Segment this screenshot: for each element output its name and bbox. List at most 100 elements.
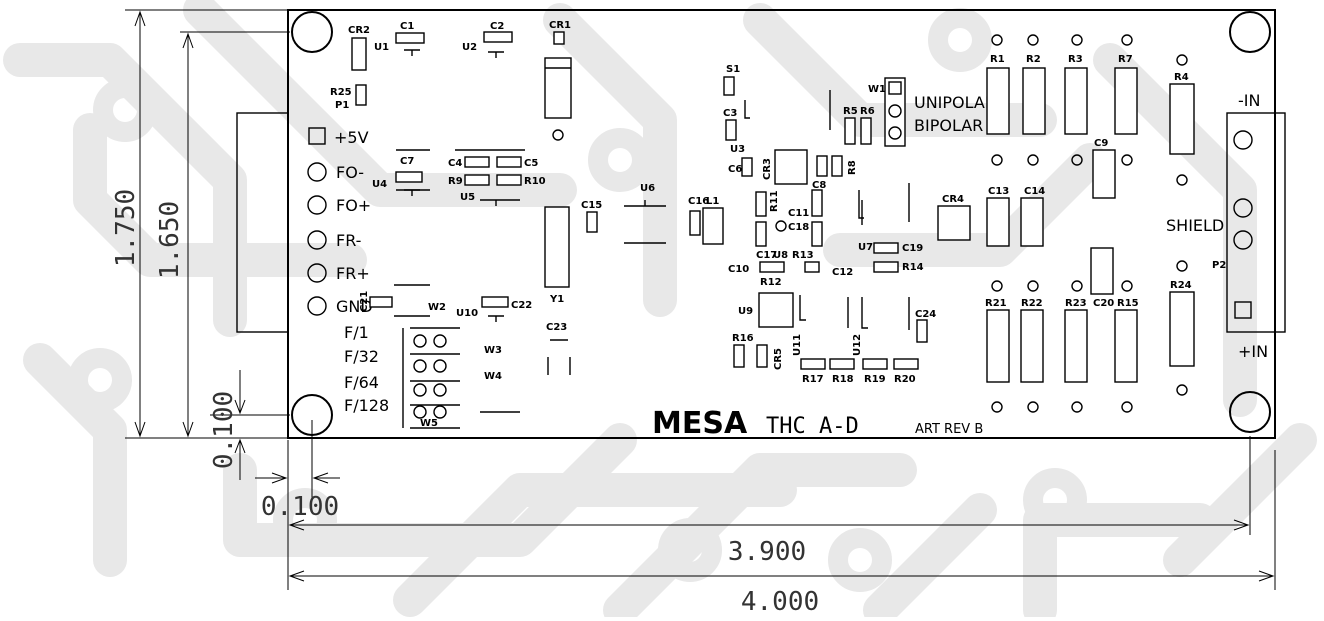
- refdes-w5: W5: [420, 418, 438, 429]
- refdes-w2: W2: [428, 302, 446, 313]
- refdes-r2: R2: [1026, 54, 1041, 65]
- label-p2: P2: [1212, 260, 1226, 271]
- refdes-u2: U2: [462, 42, 477, 53]
- u9-body: [758, 292, 794, 328]
- refdes-c18: C18: [788, 222, 809, 233]
- connector-body-left: [236, 112, 289, 333]
- pin-label-fo-minus: FO-: [336, 163, 364, 182]
- refdes-r16: R16: [732, 333, 754, 344]
- jumper-label-f1: F/1: [344, 323, 369, 342]
- refdes-r5: R5: [843, 106, 858, 117]
- dim-height-inner: 1.650: [155, 201, 185, 279]
- refdes-r15: R15: [1117, 298, 1139, 309]
- refdes-c6: C6: [728, 164, 742, 175]
- w1-option-unipolar: UNIPOLAR: [914, 93, 996, 112]
- mesa-logo: MESA: [652, 406, 748, 441]
- components-right: [986, 34, 1195, 413]
- refdes-c12: C12: [832, 267, 853, 278]
- refdes-r12: R12: [760, 277, 782, 288]
- refdes-c1: C1: [400, 21, 414, 32]
- refdes-r1: R1: [990, 54, 1005, 65]
- refdes-r18: R18: [832, 374, 854, 385]
- refdes-p1: P1: [335, 100, 349, 111]
- mounting-hole-top-right: [1229, 11, 1271, 53]
- refdes-r19: R19: [864, 374, 886, 385]
- refdes-r11: R11: [769, 190, 780, 212]
- refdes-r14: R14: [902, 262, 924, 273]
- refdes-u10: U10: [456, 308, 478, 319]
- refdes-c5: C5: [524, 158, 538, 169]
- left-connector: [236, 112, 327, 333]
- dim-offset-x: 0.100: [261, 492, 339, 522]
- refdes-left: CR2 C1 U1 C2 U2 CR1 R25 P1 C7 U4 C4 C5 R…: [330, 20, 719, 429]
- refdes-c2: C2: [490, 21, 504, 32]
- cr2-body: [351, 37, 367, 71]
- refdes-l1: L1: [706, 196, 719, 207]
- product-name: THC A-D: [766, 414, 859, 439]
- pin-label-fr-plus: FR+: [336, 264, 370, 283]
- right-connector: [1226, 112, 1286, 333]
- refdes-cr4: CR4: [942, 194, 964, 205]
- refdes-c11: C11: [788, 208, 809, 219]
- refdes-c3: C3: [723, 108, 737, 119]
- refdes-u11: U11: [792, 334, 803, 356]
- dim-height-outer: 1.750: [111, 189, 141, 267]
- refdes-c16: C16: [688, 196, 709, 207]
- pin-label-gnd: GND: [336, 297, 373, 316]
- refdes-c22: C22: [511, 300, 532, 311]
- w1-header: [884, 77, 906, 147]
- mounting-hole-top-left: [291, 11, 333, 53]
- refdes-r10: R10: [524, 176, 546, 187]
- watermark-pattern: [3, 0, 1317, 621]
- refdes-c23: C23: [546, 322, 567, 333]
- refdes-r13: R13: [792, 250, 814, 261]
- refdes-c17: C17: [756, 250, 777, 261]
- refdes-cr3: CR3: [762, 158, 773, 180]
- refdes-c4: C4: [448, 158, 462, 169]
- refdes-cr2: CR2: [348, 25, 370, 36]
- dim-offset-y: 0.100: [209, 391, 239, 469]
- refdes-s1: S1: [726, 64, 740, 75]
- refdes-r20: R20: [894, 374, 916, 385]
- refdes-r22: R22: [1021, 298, 1043, 309]
- refdes-right: R1 R2 R3 R7 R4 C9 C13 C14 R21 R22 R23 C2…: [985, 54, 1192, 309]
- jumper-label-f64: F/64: [344, 373, 379, 392]
- refdes-r17: R17: [802, 374, 824, 385]
- refdes-w3: W3: [484, 345, 502, 356]
- refdes-u1: U1: [374, 42, 389, 53]
- refdes-r24: R24: [1170, 280, 1192, 291]
- refdes-c24: C24: [915, 309, 936, 320]
- refdes-r21: R21: [985, 298, 1007, 309]
- revision-label: ART REV B: [915, 422, 983, 437]
- refdes-r6: R6: [860, 106, 875, 117]
- refdes-c20: C20: [1093, 298, 1114, 309]
- refdes-r25: R25: [330, 87, 352, 98]
- components-left: [351, 31, 724, 375]
- refdes-u7: U7: [858, 242, 873, 253]
- refdes-c10: C10: [728, 264, 749, 275]
- refdes-r3: R3: [1068, 54, 1083, 65]
- label-plus-in: +IN: [1238, 342, 1268, 361]
- label-shield: SHIELD: [1166, 216, 1224, 235]
- refdes-u8: U8: [773, 250, 788, 261]
- pin-square: [1234, 301, 1252, 319]
- refdes-cr1: CR1: [549, 20, 571, 31]
- refdes-c15: C15: [581, 200, 602, 211]
- refdes-r23: R23: [1065, 298, 1087, 309]
- pin-label-fr-minus: FR-: [336, 231, 361, 250]
- refdes-cr5: CR5: [773, 348, 784, 370]
- refdes-r4: R4: [1174, 72, 1189, 83]
- connector-body-right: [1226, 112, 1286, 333]
- refdes-c14: C14: [1024, 186, 1045, 197]
- refdes-w4: W4: [484, 371, 502, 382]
- pin-square: [308, 127, 326, 145]
- refdes-u4: U4: [372, 179, 387, 190]
- frequency-jumpers: [402, 327, 520, 429]
- dim-width-outer: 4.000: [741, 587, 819, 617]
- dim-width-inner: 3.900: [728, 537, 806, 567]
- refdes-c7: C7: [400, 156, 414, 167]
- cr4-body: [937, 205, 971, 241]
- pin-label-5v: +5V: [334, 128, 369, 147]
- components-center: [723, 76, 971, 370]
